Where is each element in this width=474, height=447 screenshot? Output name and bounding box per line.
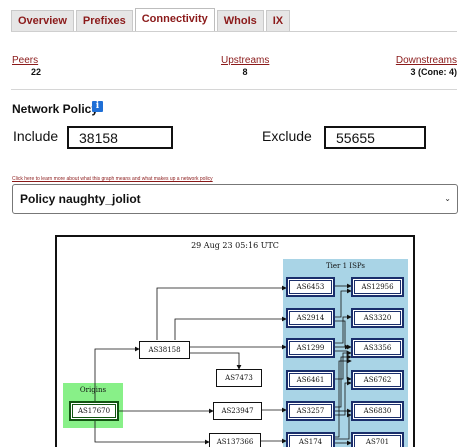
node-as701[interactable]: AS701 xyxy=(351,432,404,447)
network-graph: 29 Aug 23 05:16 UTC Tier 1 ISPs Origins xyxy=(55,235,415,447)
node-label: AS3320 xyxy=(363,314,392,322)
upstreams-count: 8 xyxy=(242,67,248,77)
node-label: AS6830 xyxy=(363,407,392,415)
edge-2914-12956 xyxy=(335,288,352,318)
node-as6762[interactable]: AS6762 xyxy=(351,370,404,390)
node-label: AS3257 xyxy=(296,407,325,415)
edge-38158-7473 xyxy=(190,352,242,370)
edge-17670-137366 xyxy=(94,421,210,445)
peers-count: 22 xyxy=(31,67,42,77)
node-as6461[interactable]: AS6461 xyxy=(286,370,335,390)
tab-ix[interactable]: IX xyxy=(265,10,291,31)
peers-link[interactable]: Peers xyxy=(12,55,39,66)
info-icon[interactable]: i xyxy=(92,101,103,112)
stat-peers: Peers 22 xyxy=(12,55,41,77)
node-label: AS6461 xyxy=(296,376,325,384)
graph-edges xyxy=(94,283,352,446)
policy-select-value: Policy naughty_joliot xyxy=(20,192,141,206)
include-input[interactable]: 38158 xyxy=(67,126,173,149)
tier1-cluster-label: Tier 1 ISPs xyxy=(326,262,365,270)
policy-select[interactable]: Policy naughty_joliot ⌄ xyxy=(12,184,458,214)
tab-overview[interactable]: Overview xyxy=(11,10,74,31)
node-label: AS7473 xyxy=(225,374,253,382)
edge-3257-3356 xyxy=(335,354,352,408)
edge-38158-2914 xyxy=(174,316,287,340)
stat-downstreams: Downstreams 3 (Cone: 4) xyxy=(396,55,457,77)
node-as38158[interactable]: AS38158 xyxy=(139,341,190,359)
node-label: AS6762 xyxy=(363,376,392,384)
edge-3257-6762 xyxy=(335,380,352,416)
node-as7473[interactable]: AS7473 xyxy=(216,369,262,387)
edge-1299-6762 xyxy=(335,350,352,382)
node-as6830[interactable]: AS6830 xyxy=(351,401,404,421)
node-label: AS701 xyxy=(365,438,390,446)
stats-divider xyxy=(11,89,457,90)
node-as1299[interactable]: AS1299 xyxy=(286,338,335,358)
node-as23947[interactable]: AS23947 xyxy=(213,402,262,420)
node-as3257[interactable]: AS3257 xyxy=(286,401,335,421)
node-as2914[interactable]: AS2914 xyxy=(286,308,335,328)
node-label: AS17670 xyxy=(77,407,111,415)
node-label: AS174 xyxy=(298,438,323,446)
edge-174-3356 xyxy=(335,358,352,438)
node-label: AS1299 xyxy=(296,344,325,352)
node-as137366[interactable]: AS137366 xyxy=(209,433,261,447)
node-label: AS6453 xyxy=(296,283,325,291)
edge-1299-3320 xyxy=(335,314,352,344)
node-label: AS23947 xyxy=(221,407,254,415)
node-as17670[interactable]: AS17670 xyxy=(69,401,119,421)
node-label: AS12956 xyxy=(361,283,394,291)
learn-more-link[interactable]: Click here to learn more about what this… xyxy=(12,176,213,182)
stat-upstreams: Upstreams 8 xyxy=(221,55,270,77)
tab-divider xyxy=(11,31,457,32)
node-label: AS38158 xyxy=(148,346,181,354)
node-label: AS137366 xyxy=(216,438,254,446)
network-policy-title: Network Policy xyxy=(12,102,99,116)
include-label: Include xyxy=(13,128,59,144)
edge-38158-6453 xyxy=(156,285,287,340)
exclude-label: Exclude xyxy=(262,128,312,144)
downstreams-link[interactable]: Downstreams xyxy=(395,55,457,66)
tab-whois[interactable]: WhoIs xyxy=(216,10,264,31)
node-label: AS2914 xyxy=(296,314,325,322)
tab-bar: Overview Prefixes Connectivity WhoIs IX xyxy=(11,8,292,31)
tab-connectivity[interactable]: Connectivity xyxy=(134,8,215,31)
node-label: AS3356 xyxy=(363,344,392,352)
node-as3356[interactable]: AS3356 xyxy=(351,338,404,358)
edge-17670-38158 xyxy=(94,346,140,401)
origins-cluster-label: Origins xyxy=(79,386,107,394)
edge-174-6830 xyxy=(335,412,352,440)
downstreams-count: 3 (Cone: 4) xyxy=(410,67,457,77)
upstreams-link[interactable]: Upstreams xyxy=(221,55,270,66)
node-as6453[interactable]: AS6453 xyxy=(286,277,335,297)
node-as12956[interactable]: AS12956 xyxy=(351,277,404,297)
node-as174[interactable]: AS174 xyxy=(286,432,335,447)
node-as3320[interactable]: AS3320 xyxy=(351,308,404,328)
tab-prefixes[interactable]: Prefixes xyxy=(75,10,133,31)
chevron-down-icon: ⌄ xyxy=(444,194,451,203)
graph-timestamp: 29 Aug 23 05:16 UTC xyxy=(191,241,279,250)
exclude-input[interactable]: 55655 xyxy=(324,126,426,149)
